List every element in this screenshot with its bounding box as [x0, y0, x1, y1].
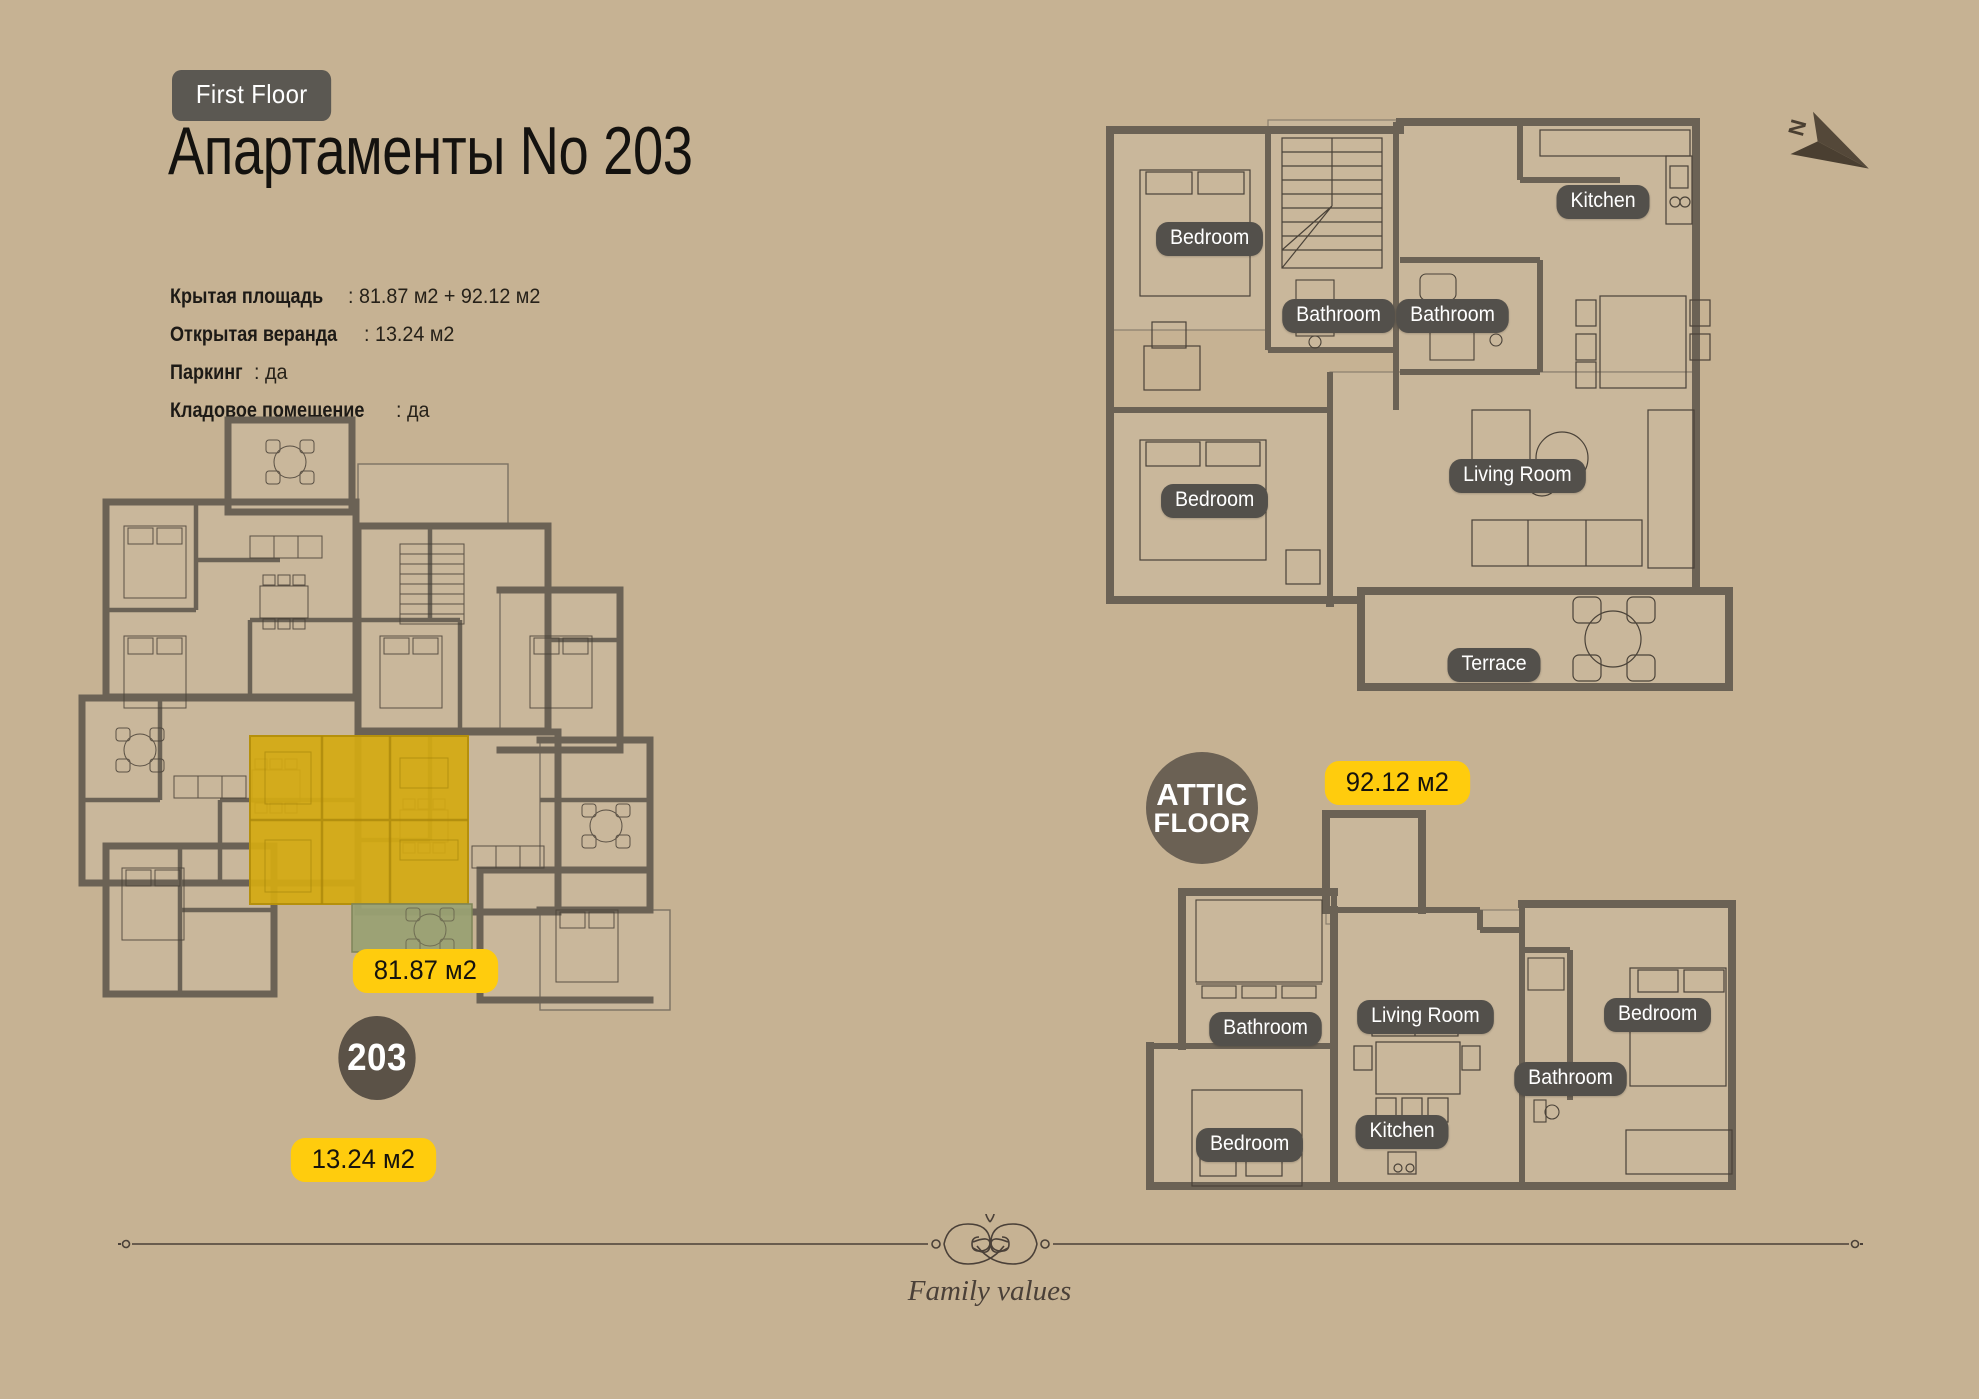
highlighted-unit-203: [249, 735, 473, 953]
spec-row: Паркинг : да: [170, 354, 553, 392]
spec-key: Открытая веранда: [170, 323, 338, 346]
spec-key: Кладовое помещение: [170, 399, 365, 422]
label-bedroom-1: Bedroom: [1156, 222, 1264, 257]
label-bathroom-2: Bathroom: [1396, 299, 1509, 334]
footer-divider: [118, 1214, 1863, 1265]
label-bathroom-1: Bathroom: [1282, 299, 1395, 334]
label-attic-kitchen: Kitchen: [1355, 1115, 1449, 1150]
site-plan[interactable]: [78, 416, 780, 1011]
spec-row: Кладовое помещение : да: [170, 392, 553, 430]
label-attic-bathroom-1: Bathroom: [1209, 1012, 1322, 1047]
spec-value: : да: [396, 399, 430, 422]
attic-floor-badge: ATTIC FLOOR: [1146, 752, 1258, 864]
spec-row: Открытая веранда : 13.24 м2: [170, 316, 553, 354]
label-bedroom-2: Bedroom: [1161, 484, 1269, 519]
covered-area-badge[interactable]: 81.87 м2: [352, 949, 498, 994]
veranda-area: [352, 904, 472, 952]
attic-label-line1: ATTIC: [1156, 777, 1248, 812]
label-attic-bedroom-2: Bedroom: [1604, 998, 1712, 1033]
spec-value: : да: [254, 361, 288, 384]
label-kitchen: Kitchen: [1556, 185, 1650, 220]
spec-key: Крытая площадь: [170, 285, 324, 308]
compass-north-icon: N: [1770, 88, 1890, 208]
veranda-area-badge[interactable]: 13.24 м2: [290, 1138, 436, 1183]
page-title: Апартаменты No 203: [168, 113, 693, 189]
label-attic-living-room: Living Room: [1357, 1000, 1494, 1035]
spec-key: Паркинг: [170, 361, 243, 384]
specs-list: Крытая площадь : 81.87 м2 + 92.12 м2 Откр…: [170, 278, 553, 430]
unit-number-badge[interactable]: 203: [338, 1016, 416, 1100]
footer-tagline: Family values: [907, 1275, 1072, 1307]
floor-badge: First Floor: [172, 70, 332, 121]
label-attic-bathroom-2: Bathroom: [1514, 1062, 1627, 1097]
spec-value: : 13.24 м2: [364, 323, 455, 346]
spec-value: : 81.87 м2 + 92.12 м2: [348, 285, 541, 308]
label-terrace: Terrace: [1447, 648, 1541, 683]
terrace-plan[interactable]: [1355, 585, 1735, 695]
label-living-room: Living Room: [1449, 459, 1586, 494]
svg-text:N: N: [1783, 117, 1811, 139]
label-attic-bedroom-1: Bedroom: [1196, 1128, 1304, 1163]
spec-row: Крытая площадь : 81.87 м2 + 92.12 м2: [170, 278, 553, 316]
attic-label-line2: FLOOR: [1153, 808, 1251, 838]
attic-area-badge[interactable]: 92.12 м2: [1324, 761, 1470, 806]
site-plan-geometry: [78, 416, 671, 1011]
